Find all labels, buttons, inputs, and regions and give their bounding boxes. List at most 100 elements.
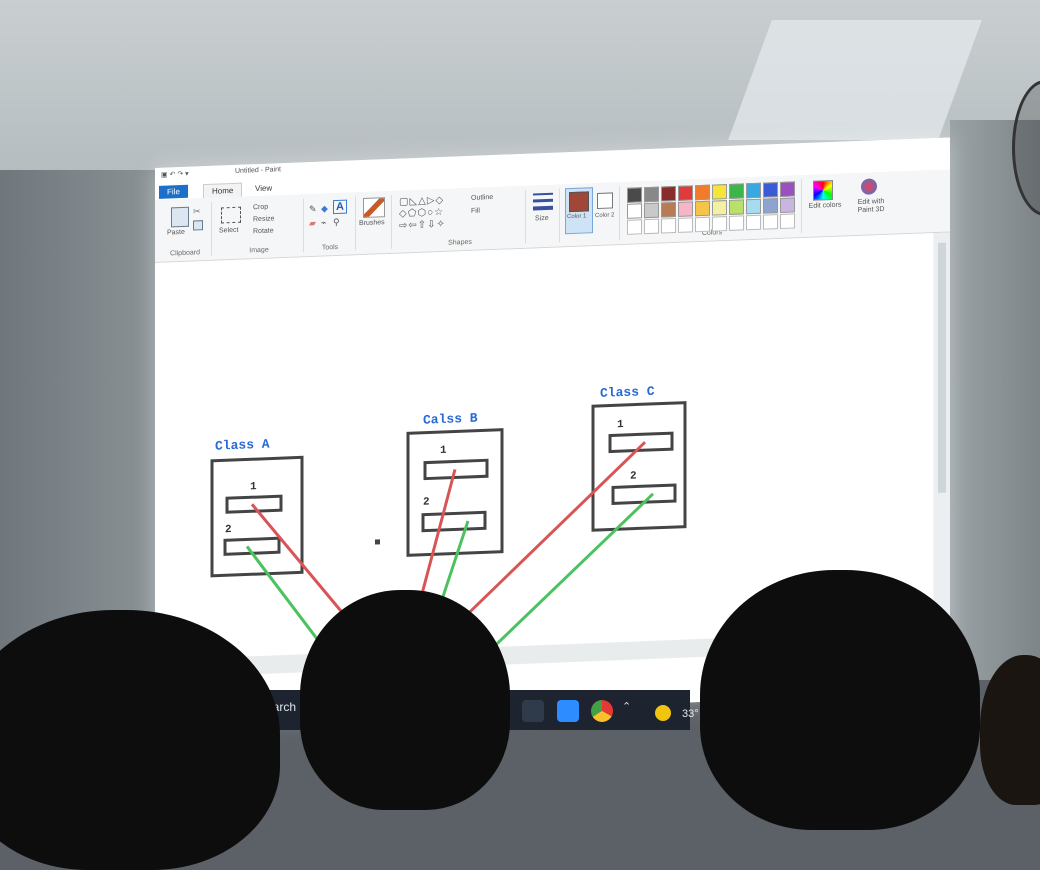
- palette-swatch[interactable]: [746, 182, 761, 199]
- color-selector-group: Color 1 Color 2: [563, 186, 620, 243]
- paint-taskbar-icon[interactable]: [522, 700, 544, 722]
- custom-color-slot[interactable]: [746, 214, 761, 231]
- audience-head-left: [0, 610, 280, 870]
- class-a-label: Class A: [215, 436, 270, 454]
- custom-color-slot[interactable]: [780, 213, 795, 229]
- edit-colors-group: Edit colors: [805, 177, 845, 233]
- size-line-2-icon: [533, 198, 553, 203]
- palette-swatch[interactable]: [729, 183, 744, 199]
- palette-swatch[interactable]: [763, 182, 778, 198]
- select-button[interactable]: Select: [219, 226, 239, 235]
- color-picker-icon[interactable]: ⌁: [321, 217, 327, 228]
- palette-swatch[interactable]: [678, 185, 693, 201]
- color1-label: Color 1: [567, 213, 587, 221]
- weather-icon[interactable]: [655, 705, 671, 721]
- tab-view[interactable]: View: [255, 183, 273, 194]
- size-line-1-icon: [533, 192, 553, 196]
- wall-right: [950, 120, 1040, 680]
- custom-color-slot[interactable]: [695, 216, 710, 233]
- audience-head-center: [300, 590, 510, 810]
- paint3d-icon[interactable]: [861, 178, 877, 195]
- palette-swatch[interactable]: [712, 200, 727, 216]
- class-a-slot-1-number: 1: [250, 481, 257, 494]
- class-c-slot-1: [608, 431, 674, 454]
- class-b-slot-2: [421, 510, 487, 533]
- palette-swatch[interactable]: [661, 201, 676, 218]
- zoom-taskbar-icon[interactable]: [557, 700, 579, 722]
- palette-swatch[interactable]: [712, 184, 727, 200]
- shapes-row-2-icon[interactable]: ◇⬠⬡○☆: [399, 206, 445, 220]
- color2-swatch[interactable]: [597, 192, 613, 210]
- clipboard-group-label: Clipboard: [170, 249, 200, 258]
- size-line-3-icon: [533, 205, 553, 211]
- palette-swatch[interactable]: [678, 201, 693, 217]
- tab-home[interactable]: Home: [203, 182, 243, 199]
- crop-button[interactable]: Crop: [253, 203, 269, 212]
- custom-color-slot[interactable]: [729, 215, 744, 231]
- copy-icon[interactable]: [193, 220, 203, 231]
- resize-button[interactable]: Resize: [253, 215, 275, 224]
- shapes-row-1-icon[interactable]: ▢◺△▷◇: [399, 194, 445, 208]
- tab-file[interactable]: File: [159, 184, 188, 199]
- class-a-slot-2-number: 2: [225, 524, 232, 537]
- palette-swatch[interactable]: [644, 202, 659, 219]
- edit-with-paint3d-button[interactable]: Edit with Paint 3D: [857, 197, 885, 215]
- chevron-icon[interactable]: ⌃: [622, 701, 632, 713]
- scrollbar-thumb[interactable]: [938, 242, 946, 493]
- class-b-box: [406, 428, 504, 557]
- custom-color-slot[interactable]: [627, 219, 642, 235]
- brushes-group: Brushes: [357, 194, 392, 251]
- clipboard-group: Paste ✂ Clipboard: [159, 201, 212, 258]
- palette-swatch[interactable]: [763, 198, 778, 214]
- pencil-icon[interactable]: ✎: [309, 203, 317, 215]
- colors-group: Colors: [623, 179, 802, 241]
- palette-swatch[interactable]: [695, 200, 710, 217]
- edit-colors-icon[interactable]: [813, 179, 833, 201]
- projector-spill-light: [728, 20, 982, 140]
- palette-swatch[interactable]: [627, 187, 642, 203]
- stray-dot: [375, 539, 380, 545]
- custom-color-slot[interactable]: [763, 214, 778, 230]
- shapes-group: ▢◺△▷◇ ◇⬠⬡○☆ ⇨⇦⇧⇩✧ Outline Fill Shapes: [395, 189, 526, 249]
- quick-access-icons[interactable]: ▣ ↶ ↷ ▾: [161, 170, 189, 179]
- palette-swatch[interactable]: [695, 184, 710, 201]
- select-icon[interactable]: [221, 206, 241, 224]
- chrome-taskbar-icon[interactable]: [591, 700, 613, 722]
- palette-swatch[interactable]: [780, 181, 795, 197]
- custom-color-slot[interactable]: [661, 217, 676, 234]
- shapes-row-3-icon[interactable]: ⇨⇦⇧⇩✧: [399, 218, 446, 232]
- custom-color-slot[interactable]: [712, 216, 727, 232]
- brushes-button[interactable]: Brushes: [359, 219, 385, 228]
- image-group-label: Image: [249, 246, 269, 255]
- size-button[interactable]: Size: [535, 214, 549, 223]
- wall-left: [0, 170, 160, 650]
- edit-colors-button[interactable]: Edit colors: [808, 201, 842, 210]
- magnifier-icon[interactable]: ⚲: [333, 216, 340, 228]
- fill-bucket-icon[interactable]: ◆: [321, 203, 328, 214]
- class-b-slot-1-number: 1: [440, 444, 447, 458]
- class-b-slot-2-number: 2: [423, 496, 430, 509]
- paste-icon[interactable]: [171, 206, 189, 228]
- outline-dropdown[interactable]: Outline: [471, 194, 494, 202]
- tools-group: ✎ ◆ A ▰ ⌁ ⚲ Tools: [305, 196, 356, 253]
- text-tool-icon[interactable]: A: [333, 199, 347, 215]
- custom-color-slot[interactable]: [678, 217, 693, 233]
- rotate-button[interactable]: Rotate: [253, 227, 274, 236]
- brush-icon[interactable]: [363, 197, 385, 219]
- custom-color-slot[interactable]: [644, 218, 659, 235]
- image-group: Select Crop Resize Rotate Image: [215, 198, 304, 256]
- paste-button[interactable]: Paste: [167, 228, 185, 237]
- palette-swatch[interactable]: [644, 186, 659, 203]
- cut-icon[interactable]: ✂: [193, 206, 201, 217]
- palette-swatch[interactable]: [661, 185, 676, 202]
- eraser-icon[interactable]: ▰: [309, 217, 316, 229]
- class-b-label: Calss B: [423, 410, 478, 428]
- fill-dropdown[interactable]: Fill: [471, 207, 480, 215]
- class-c-label: Class C: [600, 383, 655, 401]
- palette-swatch[interactable]: [746, 198, 761, 215]
- class-c-slot-1-number: 1: [617, 418, 624, 432]
- window-title: Untitled - Paint: [235, 166, 281, 175]
- palette-swatch[interactable]: [627, 203, 642, 219]
- palette-swatch[interactable]: [729, 199, 744, 215]
- palette-swatch[interactable]: [780, 197, 795, 213]
